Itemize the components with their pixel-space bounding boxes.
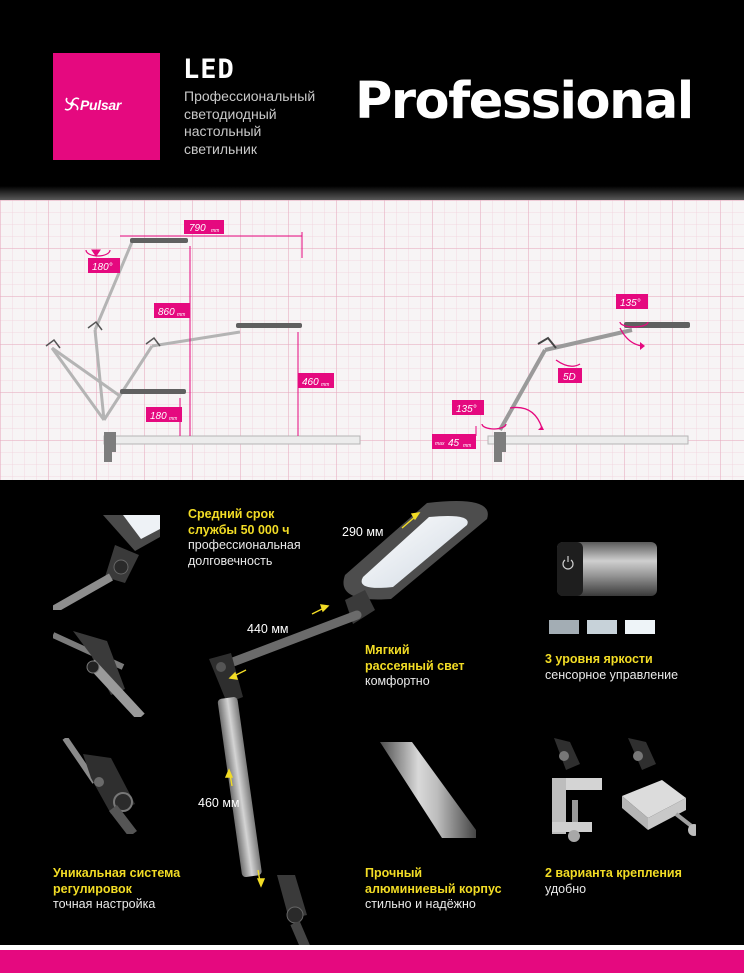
lamp-head-low (120, 389, 186, 394)
brand-name: Pulsar (80, 97, 121, 113)
subtitle-line: светильник (184, 140, 257, 157)
dim-180: 180 mm (146, 407, 182, 422)
dim-860: 860 mm (154, 303, 190, 318)
clamp-right (494, 432, 506, 462)
brightness-level-1 (549, 620, 579, 634)
clamp-left (104, 432, 116, 462)
led-title: LED (183, 54, 235, 85)
pulsar-logo: Pulsar (53, 53, 160, 160)
svg-text:max: max (435, 441, 445, 447)
feature-soft-light: Мягкий рассеяный свет комфортно (365, 643, 465, 688)
svg-text:5D: 5D (563, 372, 576, 383)
svg-text:135°: 135° (620, 298, 641, 309)
professional-title: Professional (355, 72, 694, 131)
svg-text:mm: mm (321, 382, 329, 388)
touch-control-photo (557, 540, 657, 604)
adjustment-joint-photo (53, 738, 160, 834)
dim-460: 460 mm (298, 373, 334, 388)
clamp-mount-photo (540, 738, 612, 842)
svg-text:790: 790 (189, 223, 206, 234)
header: Pulsar LED Профессиональный светодиодный… (0, 0, 744, 200)
svg-text:135°: 135° (456, 404, 477, 415)
dim-790: 790 mm (184, 220, 224, 234)
table-right (487, 435, 689, 445)
bottom-accent-bar (0, 945, 744, 973)
svg-text:45: 45 (448, 438, 460, 449)
subtitle-line: Профессиональный (184, 88, 316, 104)
dim-135-top: 135° (616, 294, 648, 309)
svg-text:mm: mm (177, 312, 185, 318)
feature-adjustment: Уникальная система регулировок точная на… (53, 866, 181, 911)
lamp-dimension-drawing: 790 mm 180° 860 mm 460 mm 180 mm (45, 220, 690, 462)
subtitle-line: светодиодный (184, 105, 277, 122)
base-mount-photo (612, 738, 696, 842)
lamp-poses-left (50, 241, 241, 421)
svg-text:180°: 180° (92, 262, 113, 273)
power-icon (562, 556, 574, 570)
svg-text:460: 460 (302, 377, 319, 388)
table-left (103, 435, 361, 445)
measure-460: 460 мм (198, 796, 240, 810)
aluminium-body-photo (372, 742, 476, 838)
product-subtitle: Профессиональный светодиодный настольный… (184, 88, 344, 158)
svg-text:mm: mm (211, 228, 219, 234)
dim-5d: 5D (558, 368, 582, 383)
svg-text:860: 860 (158, 307, 175, 318)
features-section: Средний срок службы 50 000 ч профессиона… (0, 480, 744, 965)
dim-135-bottom: 135° (452, 400, 484, 415)
measure-440: 440 мм (247, 622, 289, 636)
dimensions-diagram: 790 mm 180° 860 mm 460 mm 180 mm (0, 186, 744, 480)
dim-180-angle: 180° (88, 258, 120, 273)
svg-text:180: 180 (150, 411, 167, 422)
brightness-level-2 (587, 620, 617, 634)
lamp-pose-right (498, 328, 633, 431)
main-lamp-photo (209, 501, 488, 965)
measure-290: 290 мм (342, 525, 384, 539)
head-joint-photo (53, 515, 160, 610)
subtitle-line: настольный (184, 123, 262, 139)
feature-mount: 2 варианта крепления удобно (545, 866, 682, 896)
lamp-head-top (130, 238, 188, 243)
lamp-head-middle (236, 323, 302, 328)
measure-arrows (224, 512, 421, 888)
feature-aluminium-body: Прочный алюминиевый корпус стильно и над… (365, 866, 502, 911)
elbow-joint-photo (53, 627, 160, 717)
dim-max45: max 45 mm (432, 434, 476, 449)
feature-brightness: 3 уровня яркости сенсорное управление (545, 652, 679, 682)
pulsar-swirl-icon (64, 97, 80, 111)
feature-lifetime: Средний срок службы 50 000 ч профессиона… (188, 507, 301, 568)
svg-text:mm: mm (463, 443, 471, 449)
svg-text:mm: mm (169, 416, 177, 422)
brightness-level-3 (625, 620, 655, 634)
